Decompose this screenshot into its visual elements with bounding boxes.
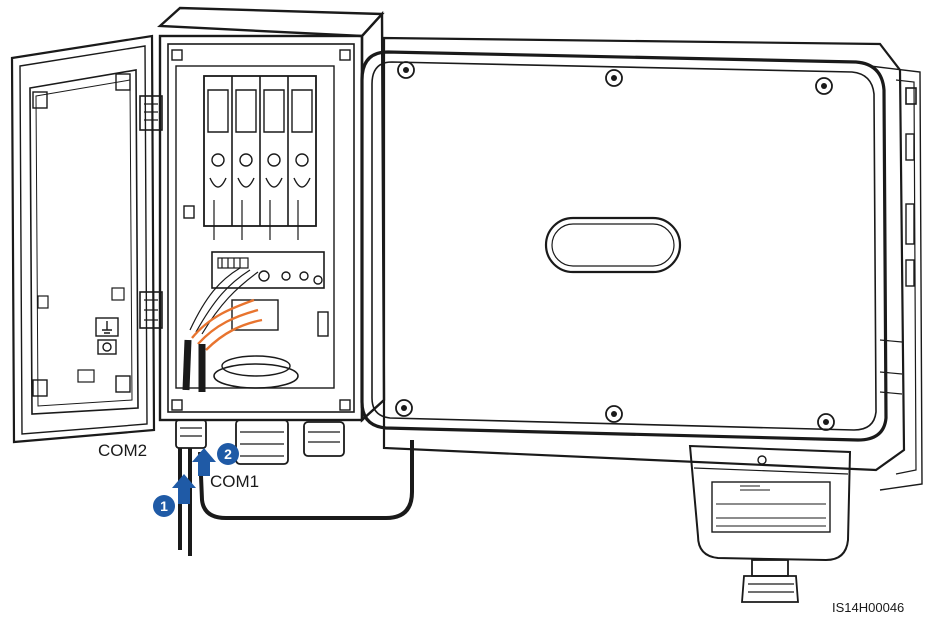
- ac-wiring-box: [690, 446, 850, 602]
- maintenance-compartment: [160, 8, 384, 420]
- handle-slot: [546, 218, 680, 272]
- fuse-blocks: [204, 76, 316, 240]
- cover-screws: [396, 62, 834, 430]
- open-door: [12, 36, 162, 442]
- hinge-top-icon: [140, 96, 162, 130]
- com1-gland: [304, 422, 344, 456]
- com1-label: COM1: [210, 472, 259, 491]
- up-arrow-icon: [172, 474, 196, 504]
- external-cables: [180, 440, 412, 556]
- step-1-number: 1: [160, 498, 168, 514]
- inverter-body: [362, 38, 922, 490]
- power-gland: [236, 420, 288, 464]
- com2-label: COM2: [98, 441, 147, 460]
- figure-id: IS14H00046: [832, 600, 904, 615]
- step-2-number: 2: [224, 446, 232, 462]
- terminal-label-plate: [712, 482, 830, 532]
- com2-gland: [176, 420, 206, 448]
